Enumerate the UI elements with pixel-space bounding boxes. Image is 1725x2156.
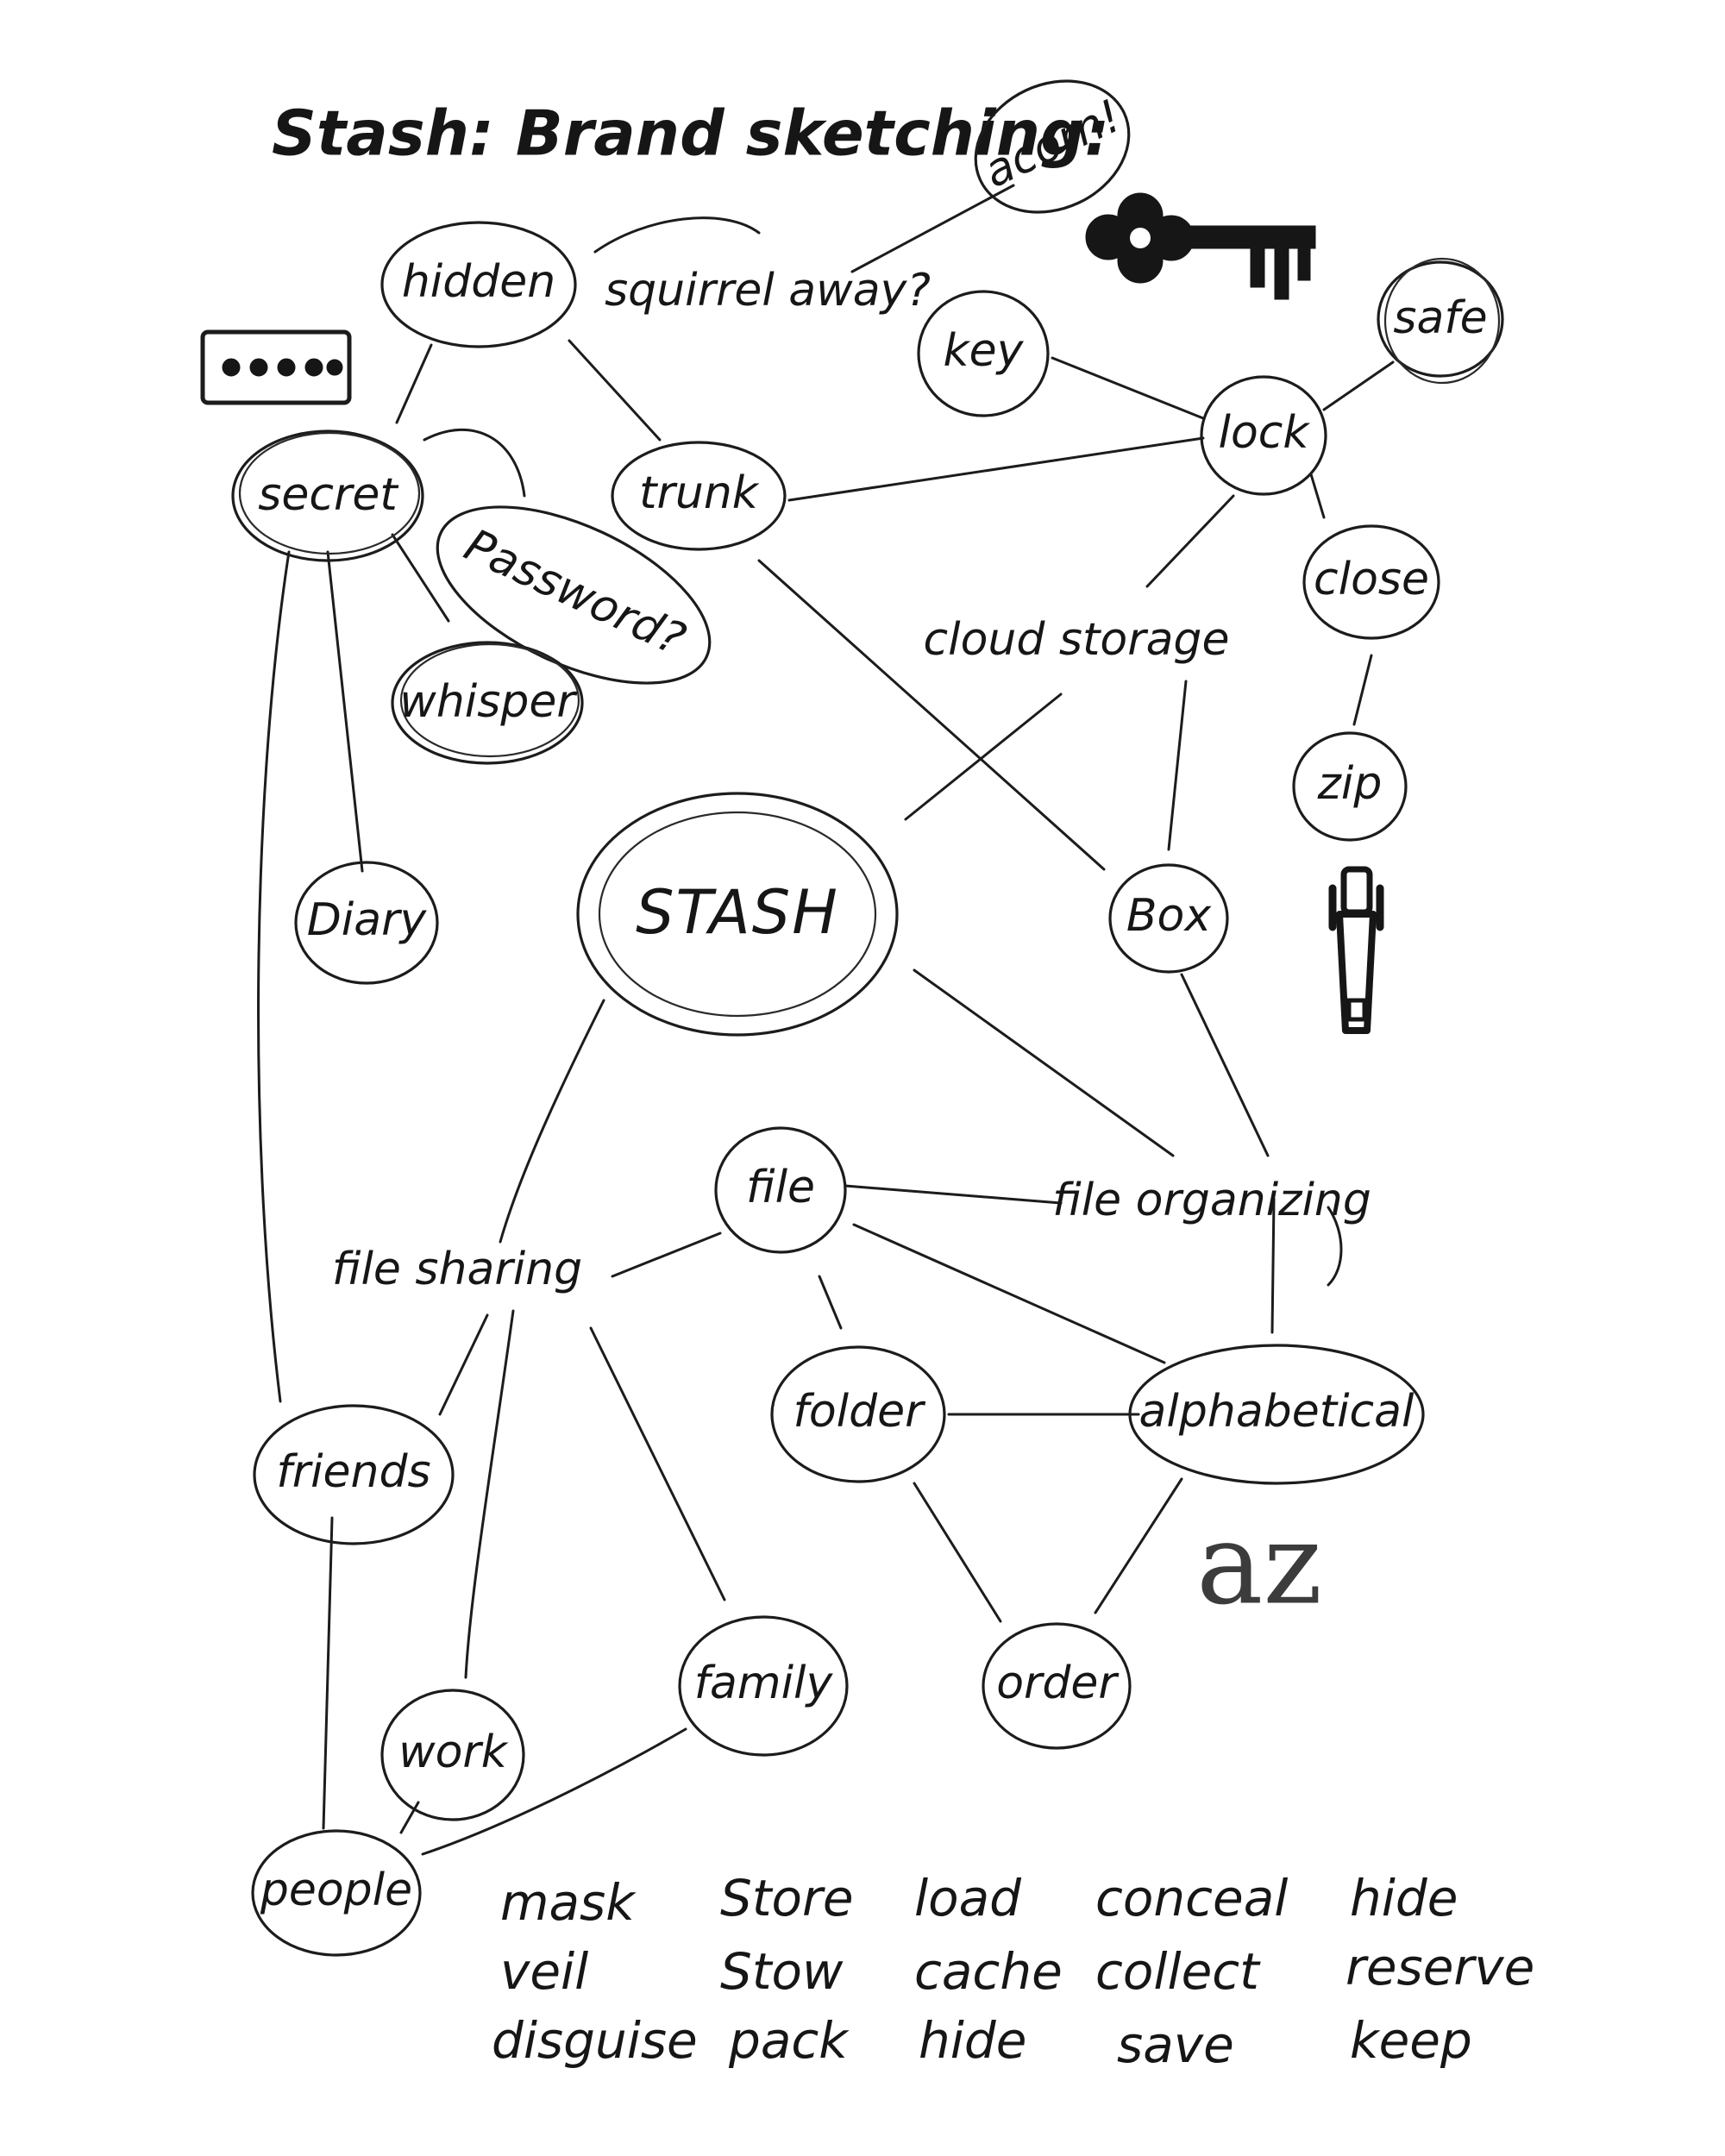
word-mask: mask — [500, 1873, 637, 1932]
node-people: people — [251, 1829, 422, 1957]
node-friends: friends — [253, 1404, 455, 1545]
node-key: key — [917, 290, 1050, 417]
node-file-organizing: file organizing — [1052, 1175, 1371, 1226]
node-diary-label: Diary — [307, 894, 428, 946]
node-zip: zip — [1292, 731, 1408, 842]
node-safe-label: safe — [1393, 292, 1487, 344]
node-close: close — [1302, 524, 1440, 640]
node-box: Box — [1108, 863, 1229, 974]
word-stow: Stow — [720, 1942, 844, 2001]
node-alphabetical-label: alphabetical — [1139, 1386, 1414, 1438]
sketch-title: Stash: Brand sketching: — [272, 97, 1109, 170]
az-letters-icon: az — [1196, 1499, 1322, 1630]
word-conceal: conceal — [1095, 1869, 1288, 1927]
node-box-label: Box — [1126, 890, 1212, 942]
node-friends-label: friends — [276, 1446, 430, 1498]
node-family: family — [678, 1615, 849, 1757]
node-file-label: file — [746, 1162, 815, 1213]
key-icon — [1085, 192, 1316, 300]
word-hide-2: hide — [1350, 1869, 1458, 1927]
password-dots-icon — [200, 329, 352, 405]
node-order-label: order — [996, 1658, 1120, 1709]
word-disguise: disguise — [492, 2011, 698, 2070]
node-file: file — [714, 1126, 847, 1254]
node-diary: Diary — [294, 861, 439, 985]
synonym-word-list: mask veil disguise Store Stow pack load … — [492, 1869, 1534, 2074]
word-load: load — [914, 1869, 1022, 1927]
zipper-icon — [1328, 866, 1384, 1034]
node-zip-label: zip — [1317, 758, 1383, 810]
node-secret: secret — [231, 429, 424, 562]
node-secret-label: secret — [258, 469, 398, 521]
node-stash-label: STASH — [636, 877, 839, 948]
node-folder-label: folder — [794, 1386, 927, 1438]
word-keep: keep — [1350, 2011, 1472, 2070]
node-cloud-storage: cloud storage — [924, 614, 1230, 666]
word-pack: pack — [728, 2011, 850, 2070]
node-file-sharing: file sharing — [332, 1244, 582, 1295]
node-trunk-label: trunk — [639, 467, 760, 519]
word-cache: cache — [914, 1942, 1063, 2001]
word-hide: hide — [919, 2011, 1026, 2070]
node-lock-label: lock — [1219, 407, 1311, 459]
connector-lines — [257, 184, 1395, 1856]
node-people-label: people — [260, 1865, 412, 1916]
word-collect: collect — [1095, 1942, 1261, 2001]
node-work-label: work — [398, 1727, 509, 1778]
node-alphabetical: alphabetical — [1128, 1344, 1425, 1485]
node-folder: folder — [770, 1345, 946, 1483]
word-veil: veil — [500, 1942, 588, 2001]
word-reserve: reserve — [1346, 1938, 1534, 1996]
node-close-label: close — [1314, 554, 1429, 605]
node-family-label: family — [694, 1658, 834, 1709]
word-store: Store — [720, 1869, 854, 1927]
node-lock: lock — [1200, 375, 1327, 496]
node-whisper-label: whisper — [399, 676, 578, 728]
node-squirrel-away: squirrel away? — [605, 265, 931, 317]
node-work: work — [380, 1689, 525, 1821]
node-order: order — [982, 1622, 1132, 1750]
node-key-label: key — [944, 325, 1025, 377]
node-hidden-label: hidden — [402, 256, 555, 308]
node-whisper: whisper — [391, 641, 584, 765]
node-hidden: hidden — [380, 221, 577, 348]
node-stash: STASH — [576, 792, 899, 1037]
node-trunk: trunk — [611, 441, 787, 551]
node-safe: safe — [1377, 257, 1504, 385]
word-save: save — [1117, 2015, 1234, 2074]
